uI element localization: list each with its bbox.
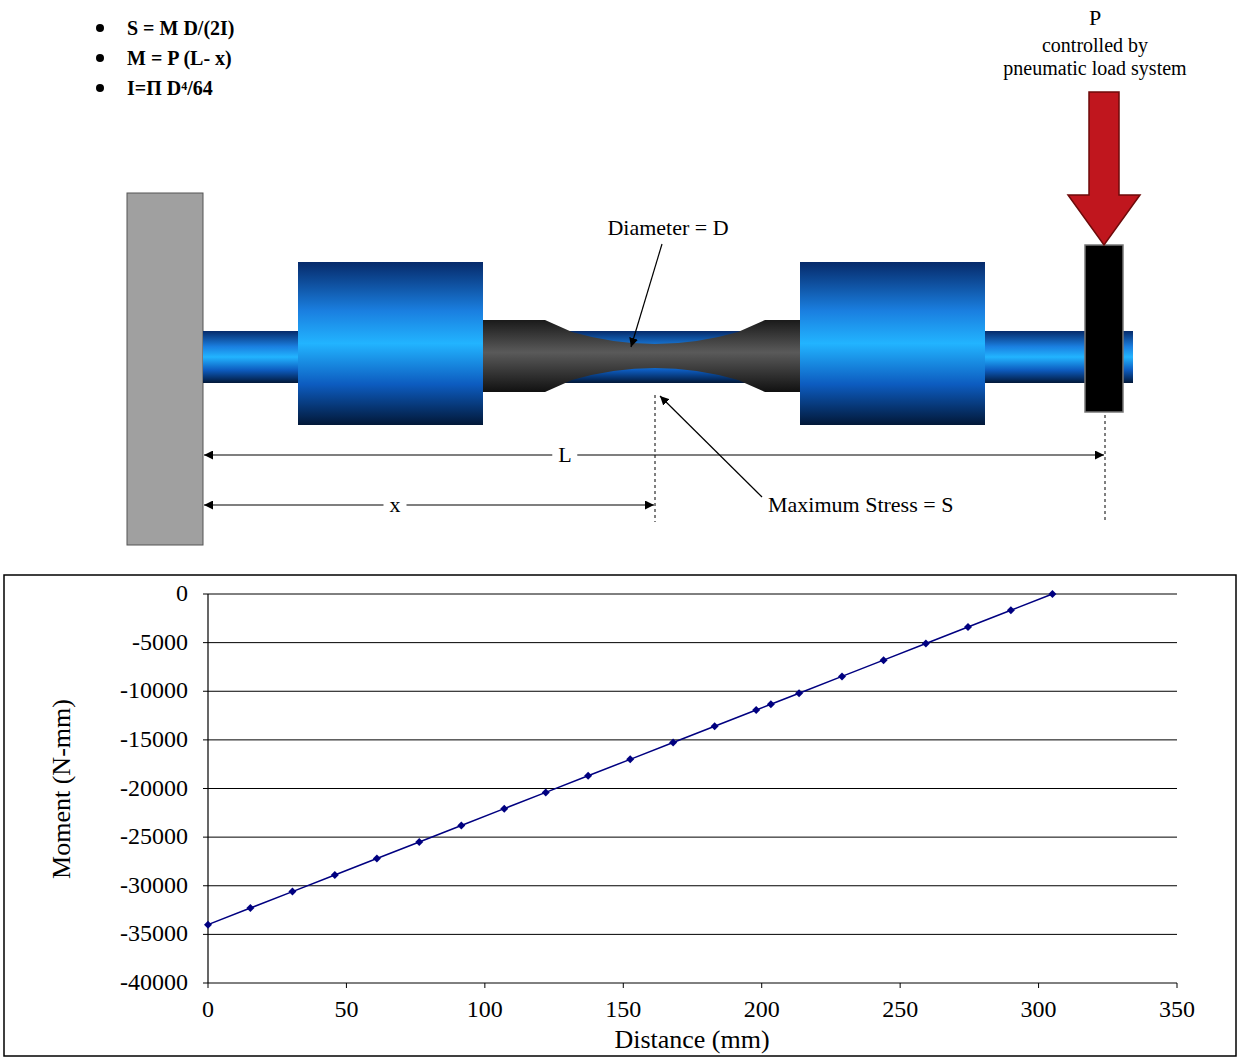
tick-mark [203,885,208,886]
grid-line [208,739,1177,740]
axis-title: Distance (mm) [614,1025,769,1055]
grid-line [208,983,1177,984]
y-tick-label: -35000 [120,921,188,949]
tick-mark [623,983,624,988]
data-marker [711,722,719,730]
x-tick-label: 50 [334,996,358,1024]
tick-mark [346,983,347,988]
bullet [96,24,104,32]
grid-line [208,642,1177,643]
bullet [96,54,104,62]
y-tick-label: -15000 [120,726,188,754]
callout-label: Maximum Stress = S [768,492,953,517]
formula: M = P (L- x) [127,47,232,70]
data-marker [373,855,381,863]
x-tick-label: 350 [1159,996,1195,1024]
left-grip [298,262,483,425]
data-marker [669,739,677,747]
load-collar [1085,245,1123,412]
data-marker [331,871,339,879]
grid-line [208,788,1177,789]
data-marker [880,656,888,664]
tick-mark [900,983,901,988]
load-symbol: P [1089,5,1101,30]
bullet [96,84,104,92]
data-marker [626,755,634,763]
data-marker [922,640,930,648]
tick-mark [203,594,208,595]
grid-line [208,837,1177,838]
data-marker [415,838,423,846]
x-tick-label: 300 [1021,996,1057,1024]
dimension-line [204,454,1104,455]
tick-mark [203,934,208,935]
chart-frame [4,575,1236,1056]
tick-mark [203,739,208,740]
y-tick-label: 0 [176,580,188,608]
fixed-wall [127,193,203,545]
tick-mark [203,691,208,692]
data-marker [1048,590,1056,598]
x-tick-label: 150 [605,996,641,1024]
right-grip [800,262,985,425]
specimen-outline [483,320,800,392]
y-tick-label: -40000 [120,969,188,997]
load-note: controlled by pneumatic load system [1001,34,1189,80]
callout-label: Diameter = D [607,215,728,240]
dimension-line [204,504,654,505]
leader-line [631,244,662,347]
tick-mark [761,983,762,988]
grid-line [208,885,1177,886]
extension-line [1105,415,1106,522]
data-marker [795,689,803,697]
moment-line [208,594,1052,925]
formula: I=Π D⁴/64 [127,77,213,100]
tick-mark [203,788,208,789]
dimension-label: L [552,442,577,467]
leader-line [660,396,762,497]
tick-mark [203,983,208,984]
y-tick-label: -10000 [120,677,188,705]
grid-line [208,934,1177,935]
data-marker [1007,606,1015,614]
x-tick-label: 100 [467,996,503,1024]
x-tick-label: 0 [202,996,214,1024]
data-marker [838,672,846,680]
data-marker [584,772,592,780]
data-marker [500,805,508,813]
data-marker [246,904,254,912]
x-tick-label: 200 [744,996,780,1024]
tick-mark [203,837,208,838]
specimen [483,320,800,392]
data-marker [204,921,212,929]
extension-line [655,395,656,522]
grid-line [208,691,1177,692]
tick-mark [484,983,485,988]
tick-mark [208,983,209,988]
data-marker [752,706,760,714]
dimension-label: x [384,492,407,517]
grid-line [208,594,1177,595]
y-tick-label: -30000 [120,872,188,900]
load-arrow [1068,92,1140,245]
data-marker [288,888,296,896]
y-tick-label: -5000 [132,629,188,657]
y-tick-label: -20000 [120,775,188,803]
data-marker [542,788,550,796]
data-marker [457,821,465,829]
data-marker [767,700,775,708]
axis-title: Moment (N-mm) [47,699,77,879]
tick-mark [203,642,208,643]
x-tick-label: 250 [882,996,918,1024]
tick-mark [1038,983,1039,988]
y-tick-label: -25000 [120,823,188,851]
data-marker [964,623,972,631]
formula: S = M D/(2I) [127,17,235,40]
tick-mark [1177,983,1178,988]
